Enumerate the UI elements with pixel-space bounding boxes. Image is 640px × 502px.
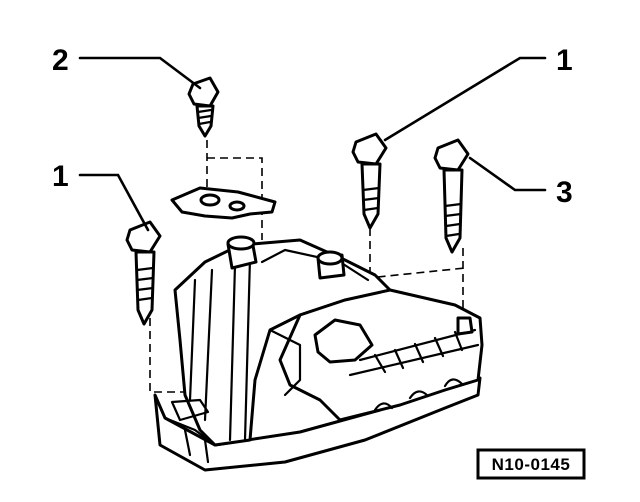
bolt-1-left bbox=[125, 220, 162, 326]
mount-housing bbox=[153, 235, 484, 472]
callout-bolt-top: 2 bbox=[52, 44, 69, 77]
callout-bolt-right-top: 1 bbox=[556, 44, 573, 77]
callout-bolt-left: 1 bbox=[52, 160, 69, 193]
figure-reference: N10-0145 bbox=[476, 448, 586, 480]
bolt-1-right bbox=[351, 132, 388, 230]
top-studs bbox=[226, 235, 474, 336]
bolt-3 bbox=[433, 138, 470, 254]
leader-lines bbox=[78, 56, 547, 232]
figure-reference-box bbox=[476, 448, 586, 480]
bracket-plate bbox=[170, 186, 277, 220]
figure-reference-label: N10-0145 bbox=[492, 455, 571, 474]
bolt-2 bbox=[187, 76, 220, 138]
callout-bolt-right-long: 3 bbox=[556, 176, 573, 209]
